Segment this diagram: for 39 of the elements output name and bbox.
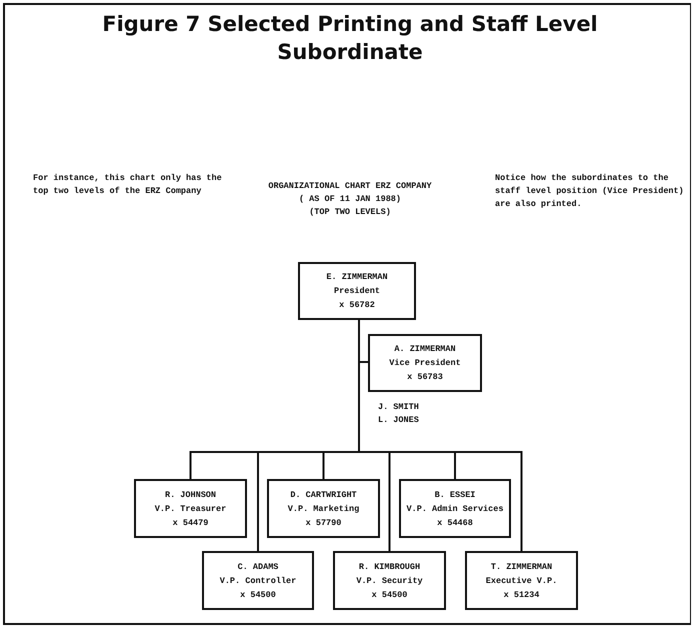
position-box [202,551,314,610]
person-name: A. ZIMMERMAN [394,343,456,356]
chart-scope: (TOP TWO LEVELS) [308,206,392,219]
phone-extension: x 54468 [437,516,473,530]
job-title: Executive V.P. [486,574,558,588]
position-box [368,334,482,392]
phone-extension: x 54500 [240,588,276,602]
note-text: Notice how the subordinates to the staff level position (Vice President) are also printed. [495,172,685,211]
person-name: R. JOHNSON [164,488,216,502]
note-text: For instance, this chart only has the top two levels of the ERZ Company [33,172,223,198]
person-name: C. ADAMS [238,560,278,574]
phone-extension: x 54479 [172,516,208,530]
job-title: V.P. Admin Services [406,502,504,516]
position-box [134,479,247,538]
position-box [399,479,511,538]
staff-name: J. SMITH [378,401,420,414]
phone-extension: x 51234 [504,588,540,602]
job-title: V.P. Marketing [288,502,360,516]
job-title: V.P. Treasurer [154,502,226,516]
phone-extension: x 57790 [306,516,342,530]
phone-extension: x 56783 [407,371,443,384]
phone-extension: x 56782 [339,299,375,312]
figure-title: Figure 7 Selected Printing and Staff Level Subordinate [101,11,599,66]
job-title: V.P. Security [356,574,423,588]
job-title: V.P. Controller [220,574,296,588]
phone-extension: x 54500 [372,588,408,602]
position-box [267,479,380,538]
position-box [298,262,416,320]
person-name: E. ZIMMERMAN [326,271,388,284]
position-box [333,551,446,610]
connector-line [358,320,522,551]
staff-name: L. JONES [378,414,420,427]
job-title: President [334,285,380,298]
person-name: T. ZIMMERMAN [490,560,552,574]
position-box [465,551,578,610]
person-name: R. KIMBROUGH [358,560,420,574]
person-name: B. ESSEI [434,488,476,502]
job-title: Vice President [389,357,461,370]
person-name: D. CARTWRIGHT [290,488,357,502]
